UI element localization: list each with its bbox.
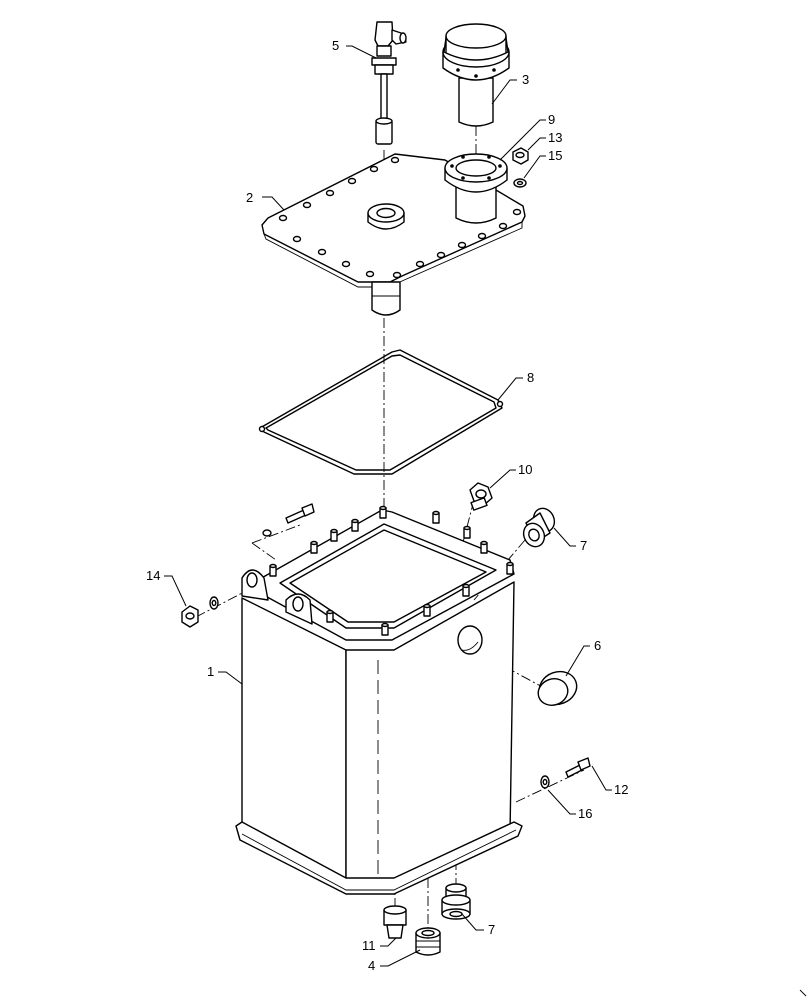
stud xyxy=(330,528,338,542)
callout-15: 15 xyxy=(548,148,562,163)
gasket xyxy=(258,349,504,475)
stud xyxy=(269,563,277,577)
fitting-7-upper xyxy=(522,507,556,548)
ear-bolt xyxy=(285,503,315,524)
cap-6 xyxy=(537,670,578,706)
stud xyxy=(326,609,334,623)
filter-breather xyxy=(442,23,510,127)
callout-12: 12 xyxy=(614,782,628,797)
callout-11: 11 xyxy=(362,938,376,953)
stud xyxy=(381,622,389,636)
stud xyxy=(480,540,488,554)
stud xyxy=(310,540,318,554)
level-sensor xyxy=(371,21,407,145)
callout-3: 3 xyxy=(522,72,529,87)
tank-flange-studs xyxy=(269,505,514,636)
lifting-nut xyxy=(181,605,199,628)
stud xyxy=(423,603,431,617)
callout-8: 8 xyxy=(527,370,534,385)
cover-bolt-holes xyxy=(278,156,522,279)
callout-10: 10 xyxy=(518,462,532,477)
stud xyxy=(462,583,470,597)
stud xyxy=(432,510,440,524)
stud xyxy=(379,505,387,519)
leader-lines xyxy=(164,45,612,967)
callout-2: 2 xyxy=(246,190,253,205)
callout-1: 1 xyxy=(207,664,214,679)
fitting-4 xyxy=(415,927,441,956)
filter-flange xyxy=(444,153,508,224)
side-bolt xyxy=(565,757,591,778)
callout-14: 14 xyxy=(146,568,160,583)
callout-6: 6 xyxy=(594,638,601,653)
lifting-washer xyxy=(209,596,219,610)
callout-4: 4 xyxy=(368,958,375,973)
corner-mark xyxy=(799,989,807,997)
tank-body xyxy=(235,509,523,895)
callout-7-lower: 7 xyxy=(488,922,495,937)
callout-16: 16 xyxy=(578,806,592,821)
callout-7-upper: 7 xyxy=(580,538,587,553)
flange-nut xyxy=(512,147,529,165)
callout-5: 5 xyxy=(332,38,339,53)
plug-11 xyxy=(383,905,407,939)
callout-13: 13 xyxy=(548,130,562,145)
plug-10 xyxy=(469,482,493,511)
side-washer xyxy=(540,775,550,789)
stud xyxy=(463,525,471,539)
callouts: 5 3 2 9 13 15 8 10 7 6 14 1 12 16 7 11 4 xyxy=(146,38,628,973)
stud xyxy=(506,561,514,575)
fitting-7-lower xyxy=(441,883,471,920)
stud xyxy=(351,518,359,532)
flange-washer xyxy=(513,178,527,188)
ear-washer xyxy=(262,529,272,537)
callout-9: 9 xyxy=(548,112,555,127)
